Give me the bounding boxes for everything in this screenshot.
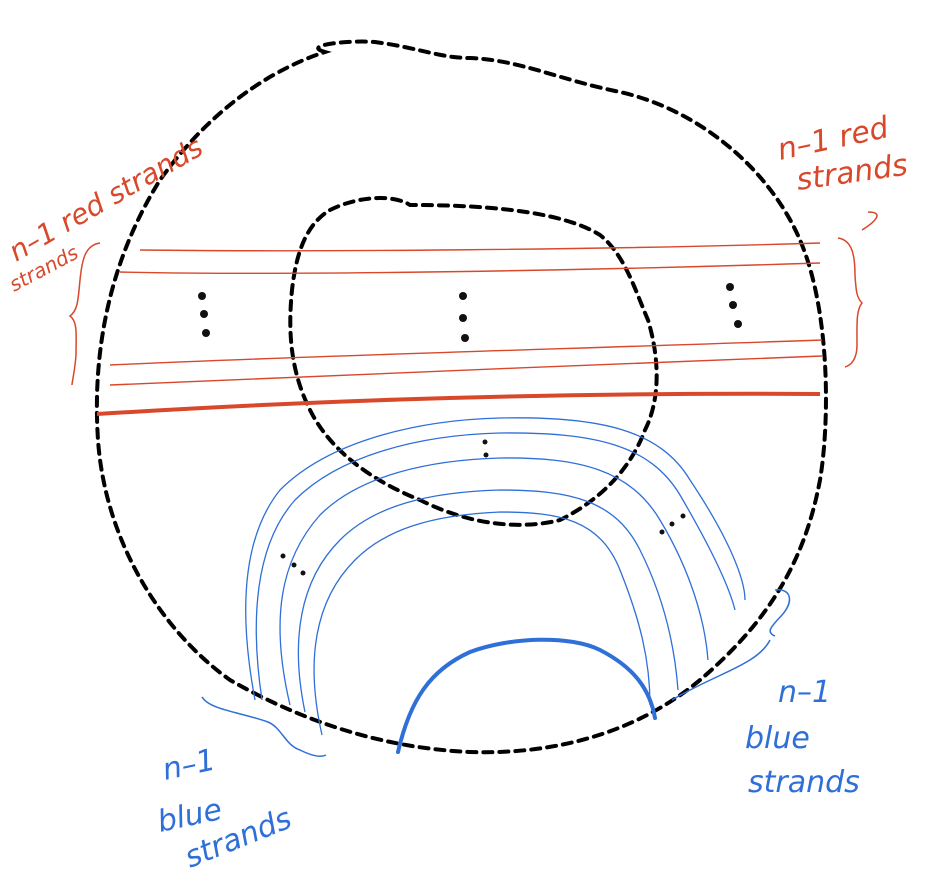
blue-strand xyxy=(297,489,679,713)
ellipsis-dot xyxy=(461,334,469,342)
ellipsis-dot xyxy=(669,521,675,527)
red-strand xyxy=(109,339,823,366)
blue-strands xyxy=(245,417,746,736)
ellipsis-dot xyxy=(659,529,665,535)
ellipsis-dot xyxy=(680,513,686,519)
ellipsis-dot xyxy=(202,329,210,337)
right-blue-label-line1: n–1 xyxy=(778,675,831,710)
ellipsis-dot xyxy=(734,320,742,328)
left-blue-brace xyxy=(201,696,327,757)
red-strand xyxy=(119,262,821,274)
right-blue-label-line2: blue xyxy=(745,721,810,756)
left-blue-label-line1: n–1 xyxy=(159,743,218,788)
ellipsis-dot xyxy=(459,292,467,300)
blue-strand xyxy=(313,511,651,736)
ellipsis-dot xyxy=(200,310,208,318)
red-strands xyxy=(109,242,823,386)
ellipsis-dot xyxy=(280,553,286,559)
ellipsis-dot xyxy=(483,452,489,458)
left-red-label: n–1 red strands strands xyxy=(3,130,208,296)
outer-boundary xyxy=(94,39,828,755)
right-blue-brace xyxy=(671,589,791,701)
blue-strand-thick xyxy=(396,637,657,754)
blue-strand xyxy=(255,432,736,701)
ellipsis-dot xyxy=(198,292,206,300)
ellipsis-dot xyxy=(729,301,737,309)
left-blue-label: n–1 blue strands xyxy=(154,743,296,876)
right-blue-label-line3: strands xyxy=(748,765,860,800)
red-strand xyxy=(139,242,821,252)
blue-strand xyxy=(279,457,709,706)
red-strand-thick xyxy=(96,391,821,416)
ellipsis-dot xyxy=(300,570,306,576)
ellipsis-dot xyxy=(459,314,467,322)
red-strand xyxy=(109,355,823,386)
right-red-brace xyxy=(837,211,878,368)
ellipsis-dots xyxy=(198,283,742,576)
inner-boundary xyxy=(288,196,659,527)
left-red-label-line1: n–1 red strands xyxy=(3,130,208,268)
ellipsis-dot xyxy=(291,562,297,568)
blue-strand xyxy=(245,417,746,701)
right-red-label: n–1 red strands xyxy=(774,110,909,198)
ellipsis-dot xyxy=(726,283,734,291)
right-blue-label: n–1 blue strands xyxy=(745,675,860,800)
left-red-brace xyxy=(68,242,101,386)
ellipsis-dot xyxy=(482,439,488,445)
